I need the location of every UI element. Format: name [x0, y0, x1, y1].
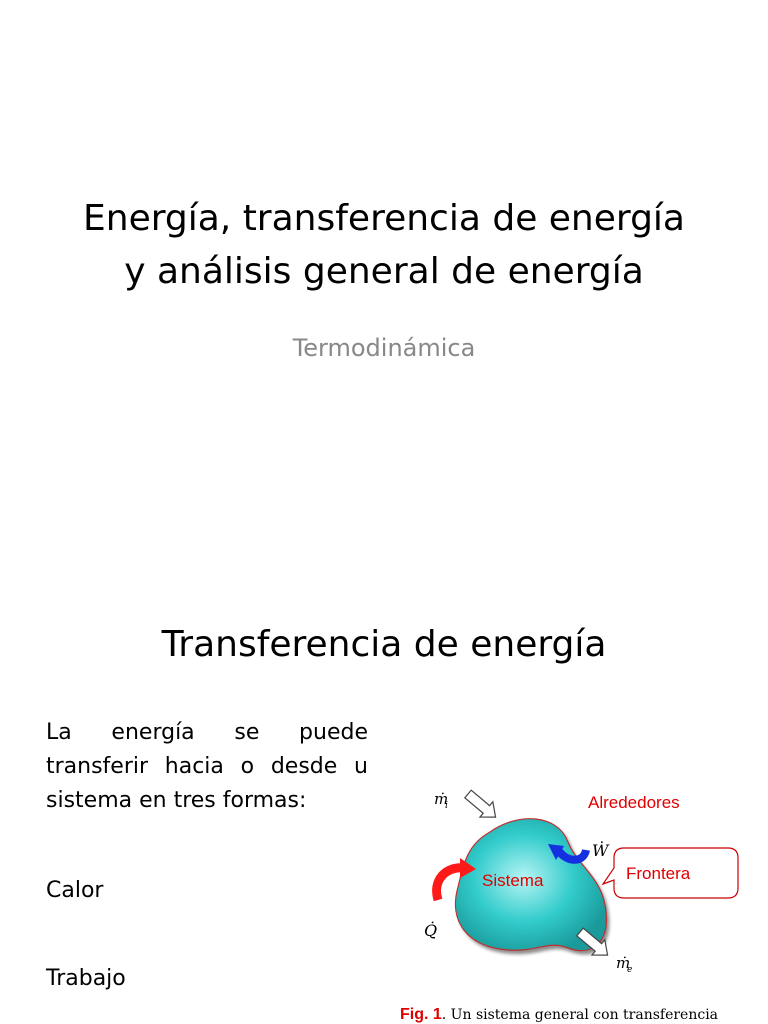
mass-in-label: ṁ	[434, 790, 448, 808]
system-blob	[454, 818, 607, 952]
slide-title: Energía, transferencia de energía y anál…	[0, 192, 768, 298]
caption-text: . Un sistema general con transferencia	[441, 1007, 719, 1023]
mass-out-subscript: e	[627, 965, 632, 975]
slide-body: La energía se puede transferir hacia o d…	[46, 716, 368, 991]
content-slide: Transferencia de energía La energía se p…	[0, 576, 768, 1024]
mass-out-label: ṁ	[616, 954, 630, 972]
slide-subtitle: Termodinámica	[292, 334, 476, 362]
list-item-heat: Calor	[46, 878, 104, 903]
mass-in-subscript: i	[445, 801, 448, 811]
system-diagram: Frontera Alrededores Sistema ṁ i ṁ e Ẇ Q…	[424, 789, 739, 975]
title-line-1: Energía, transferencia de energía	[83, 198, 685, 239]
mass-in-arrow	[463, 789, 497, 818]
list-item-work: Trabajo	[46, 966, 126, 991]
work-arrowhead	[548, 844, 564, 860]
title-slide: Energía, transferencia de energía y anál…	[0, 192, 768, 362]
work-label: Ẇ	[592, 840, 610, 860]
slide-title: Transferencia de energía	[161, 624, 607, 665]
mass-out-arrow	[575, 927, 609, 956]
title-line-2: y análisis general de energía	[124, 251, 644, 292]
figure-caption: Fig. 1. Un sistema general con transfere…	[400, 1006, 718, 1024]
boundary-label: Frontera	[626, 864, 691, 883]
heat-arrowhead	[460, 858, 476, 878]
intro-paragraph: La energía se puede transferir hacia o d…	[46, 720, 368, 813]
caption-figure-number: Fig. 1	[400, 1006, 442, 1023]
work-arrow	[554, 847, 590, 864]
heat-arrow	[432, 863, 465, 902]
system-label: Sistema	[482, 871, 544, 890]
surroundings-label: Alrededores	[588, 793, 680, 812]
heat-label: Q̇	[424, 921, 437, 940]
boundary-callout	[601, 847, 739, 899]
